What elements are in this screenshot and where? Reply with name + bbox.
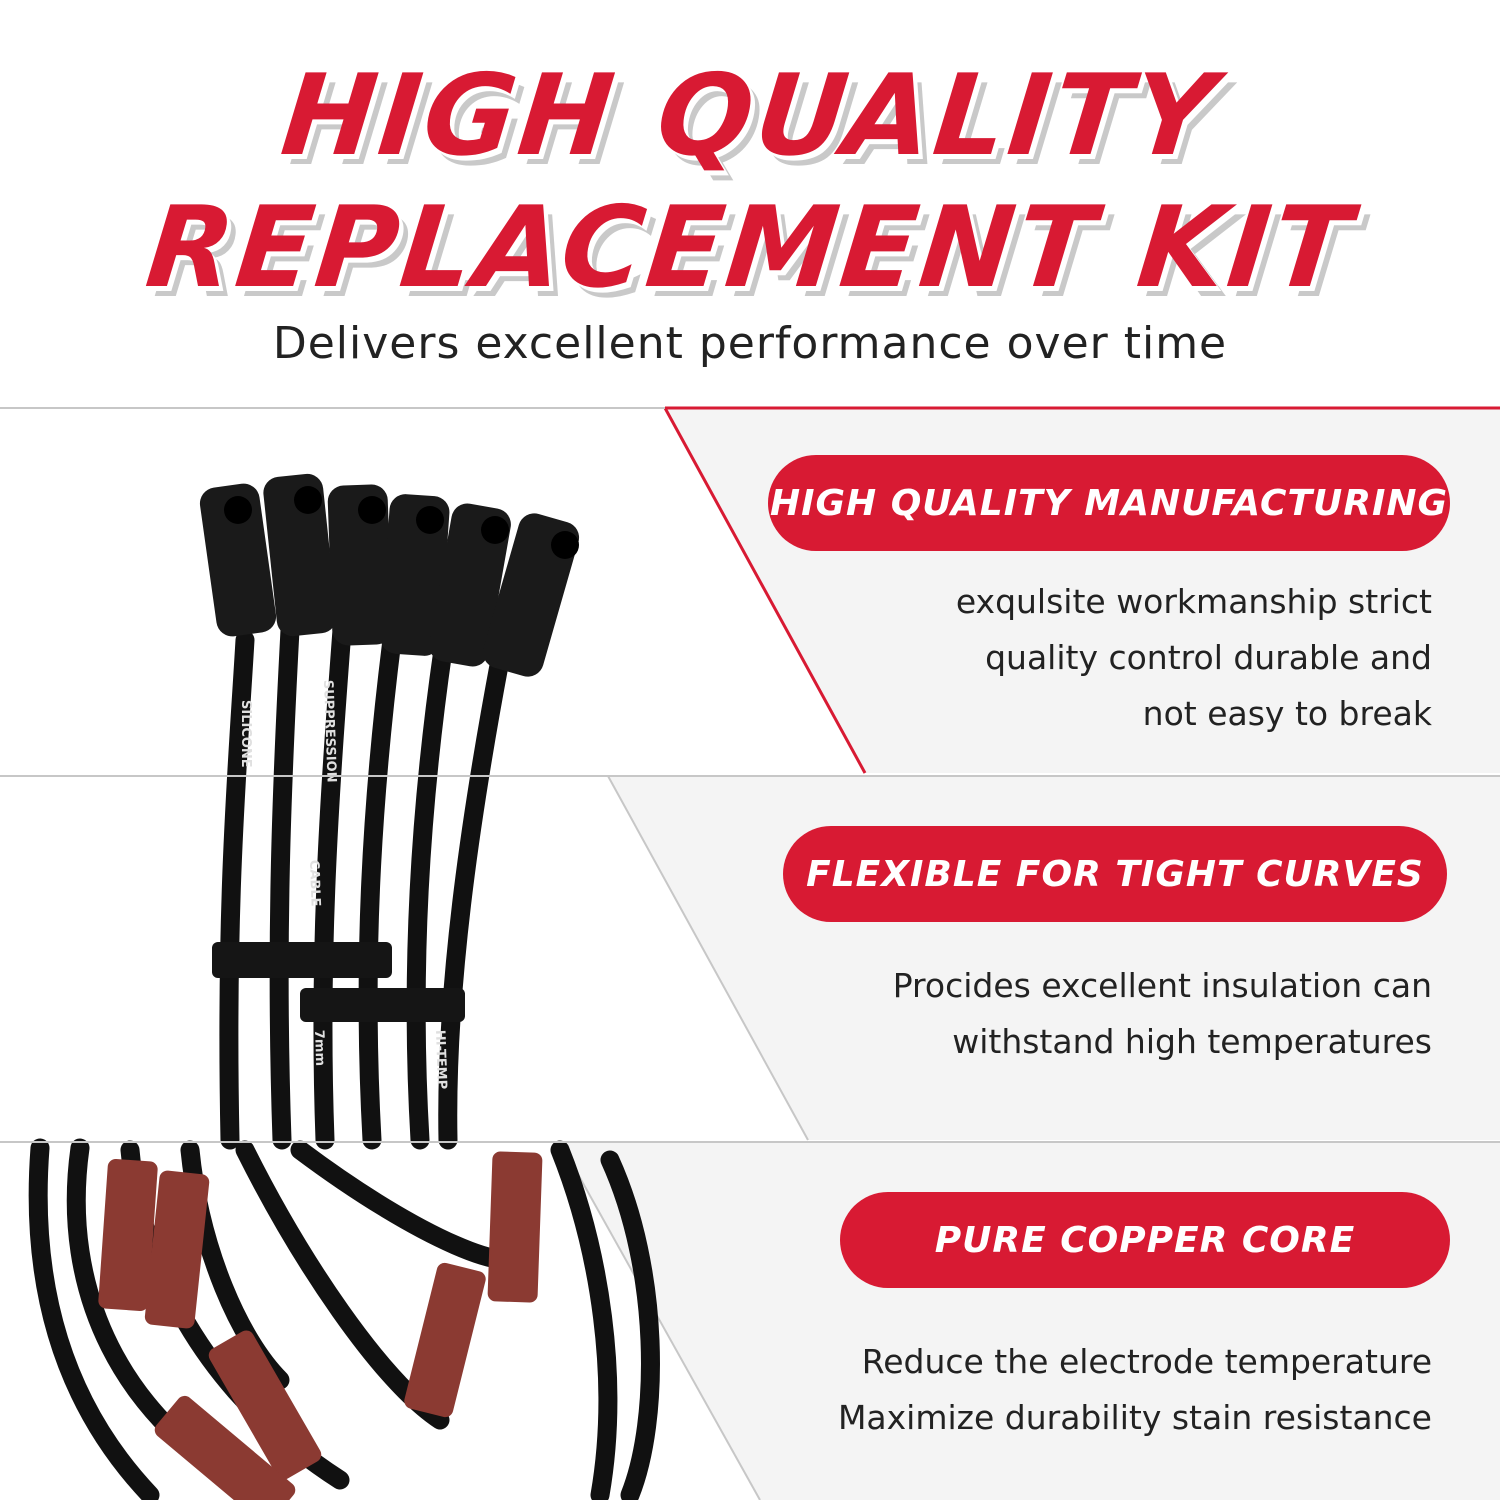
cable-bundle: [28, 620, 660, 1500]
feature-desc-line: Procides excellent insulation can: [892, 966, 1432, 1005]
cable-print-suppression: SUPPRESSION: [320, 680, 339, 783]
section-divider-2: [0, 775, 1500, 777]
section-divider-1: [0, 407, 665, 409]
feature-desc-line: exqulsite workmanship strict: [955, 582, 1432, 621]
brown-boots: [98, 1151, 543, 1500]
feature-description-copper-core: Reduce the electrode temperature Maximiz…: [838, 1334, 1432, 1446]
feature-description-flexible: Procides excellent insulation can withst…: [893, 958, 1432, 1070]
feature-badge-copper-core: PURE COPPER CORE: [840, 1192, 1450, 1288]
feature-title: PURE COPPER CORE: [934, 1219, 1356, 1261]
cable-print-silicone: SILICONE: [238, 700, 253, 768]
feature-desc-line: not easy to break: [1142, 694, 1432, 733]
feature-title: FLEXIBLE FOR TIGHT CURVES: [806, 853, 1424, 895]
feature-desc-line: quality control durable and: [985, 638, 1432, 677]
feature-badge-manufacturing: HIGH QUALITY MANUFACTURING: [768, 455, 1450, 551]
section-divider-3: [0, 1141, 1500, 1143]
panel-2-gray-diagonal: [607, 775, 809, 1141]
subtitle: Delivers excellent performance over time: [272, 318, 1228, 369]
cable-separator-2: [300, 988, 465, 1022]
feature-desc-line: Reduce the electrode temperature: [861, 1342, 1432, 1381]
feature-description-manufacturing: exqulsite workmanship strict quality con…: [956, 574, 1432, 742]
panel-1-red-diagonal: [663, 407, 867, 774]
black-boot-openings: [224, 486, 579, 559]
feature-desc-line: withstand high temperatures: [952, 1022, 1432, 1061]
cable-print-7mm: 7mm: [311, 1030, 327, 1067]
cable-separator-1: [212, 942, 392, 978]
feature-badge-flexible: FLEXIBLE FOR TIGHT CURVES: [783, 826, 1447, 922]
cable-print-cable: CABLE: [306, 860, 323, 907]
black-boots: [199, 473, 580, 677]
feature-title: HIGH QUALITY MANUFACTURING: [769, 482, 1449, 524]
cable-print-hi-temp: HI-TEMP: [432, 1030, 449, 1090]
feature-desc-line: Maximize durability stain resistance: [837, 1398, 1432, 1437]
cable-print-text: HI-TEMP SILICONE SUPPRESSION CABLE 7mm: [238, 680, 449, 1090]
panel-3-gray-diagonal: [559, 1141, 761, 1500]
